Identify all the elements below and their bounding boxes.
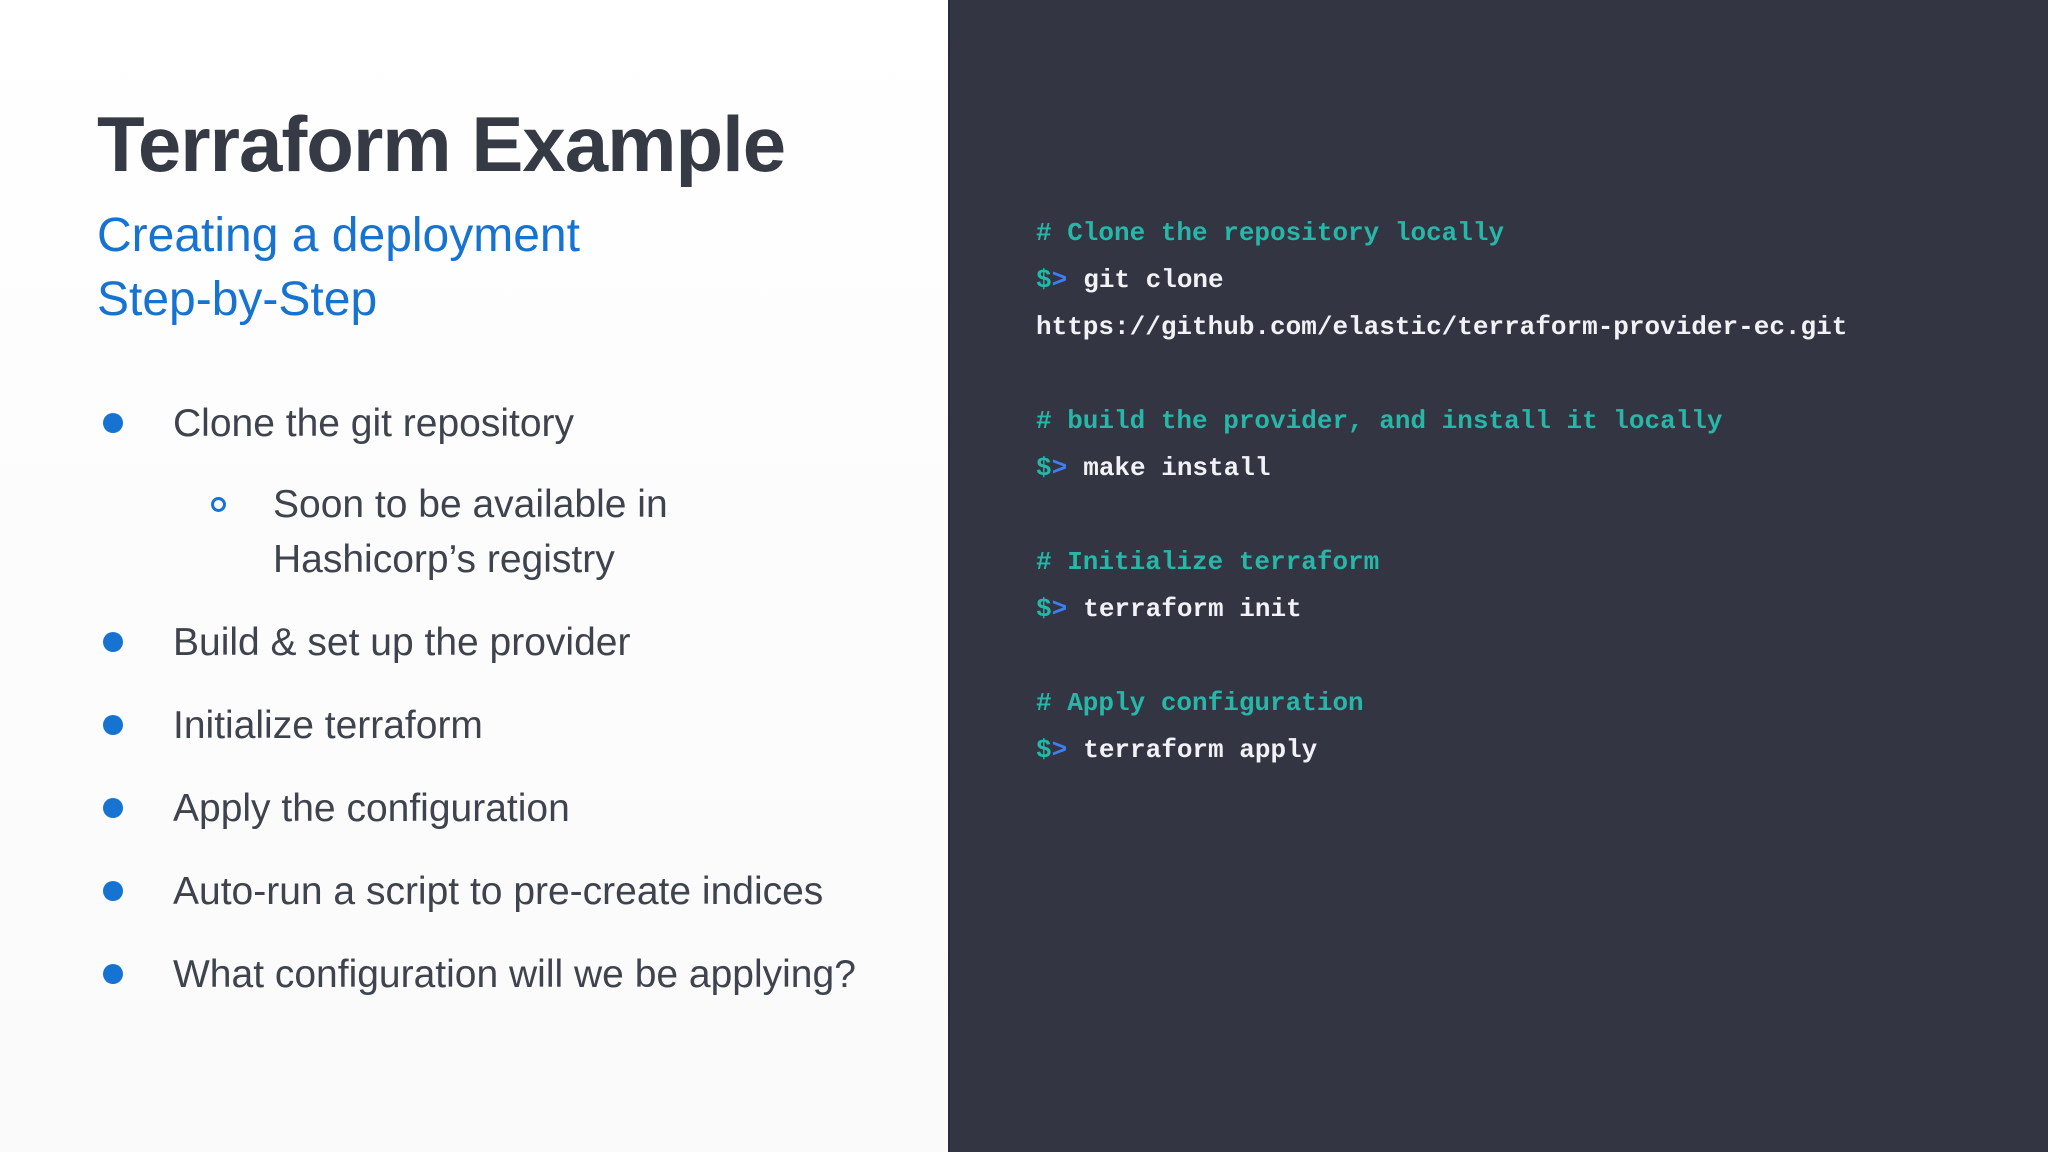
page-title: Terraform Example <box>97 100 786 188</box>
bullet-label: Apply the configuration <box>173 786 570 830</box>
prompt-dollar: $ <box>1036 453 1052 483</box>
code-block-init: # Initialize terraform $> terraform init <box>1036 539 2018 633</box>
sub-bullet-list: Soon to be available in Hashicorp’s regi… <box>173 477 743 587</box>
prompt-dollar: $ <box>1036 735 1052 765</box>
sub-list-item: Soon to be available in Hashicorp’s regi… <box>173 477 743 587</box>
prompt-gt-icon: > <box>1051 265 1068 295</box>
slide-content-panel: Terraform Example Creating a deployment … <box>0 0 948 1152</box>
prompt-dollar: $ <box>1036 265 1052 295</box>
code-block-build: # build the provider, and install it loc… <box>1036 398 2018 492</box>
list-item: Apply the configuration <box>97 781 908 836</box>
list-item: What configuration will we be applying? <box>97 947 908 1002</box>
bullet-label: Auto-run a script to pre-create indices <box>173 869 824 913</box>
bullet-dot-icon <box>103 964 123 985</box>
code-comment: # Initialize terraform <box>1036 547 1380 577</box>
list-item: Build & set up the provider <box>97 615 908 670</box>
code-command-line: $> terraform apply <box>1036 727 2018 774</box>
bullet-dot-icon <box>103 413 123 434</box>
code-command: git clone <box>1083 265 1224 295</box>
bullet-dot-icon <box>103 632 123 653</box>
page-subtitle: Creating a deployment Step-by-Step <box>97 208 580 326</box>
sub-bullet-label: Soon to be available in Hashicorp’s regi… <box>273 482 668 581</box>
code-command: terraform apply <box>1083 735 1318 765</box>
list-item: Initialize terraform <box>97 698 908 753</box>
code-comment: # build the provider, and install it loc… <box>1036 406 1723 436</box>
bullet-dot-icon <box>103 798 123 819</box>
code-command-line: $> make install <box>1036 445 2018 492</box>
bullet-label: Build & set up the provider <box>173 620 631 664</box>
prompt-gt-icon: > <box>1051 735 1068 765</box>
prompt-dollar: $ <box>1036 594 1052 624</box>
code-command: make install <box>1083 453 1271 483</box>
bullet-dot-icon <box>103 715 123 736</box>
code-block-clone: # Clone the repository locally $> git clo… <box>1036 210 2018 351</box>
code-continuation: https://github.com/elastic/terraform-pro… <box>1036 312 1848 342</box>
bullet-dot-icon <box>103 881 123 902</box>
terminal-panel: # Clone the repository locally $>git clo… <box>948 0 2048 1152</box>
bullet-list: Clone the git repository Soon to be avai… <box>97 396 908 1002</box>
bullet-label: Initialize terraform <box>173 703 483 747</box>
list-item: Clone the git repository Soon to be avai… <box>97 396 908 587</box>
prompt-gt-icon: > <box>1051 453 1068 483</box>
code-comment: # Apply configuration <box>1036 688 1364 718</box>
code-block-apply: # Apply configuration $> terraform apply <box>1036 680 2018 774</box>
code-command-line: $> git clone <box>1036 257 2018 304</box>
sub-bullet-circle-icon <box>211 496 226 512</box>
code-command: terraform init <box>1083 594 1302 624</box>
prompt-gt-icon: > <box>1051 594 1068 624</box>
terminal-code: # Clone the repository locally $>git clo… <box>1036 210 2018 774</box>
code-command-line: $> terraform init <box>1036 586 2018 633</box>
code-comment: # Clone the repository locally <box>1036 218 1505 248</box>
bullet-label: What configuration will we be applying? <box>173 952 856 996</box>
list-item: Auto-run a script to pre-create indices <box>97 864 908 919</box>
bullet-label: Clone the git repository <box>173 401 575 445</box>
